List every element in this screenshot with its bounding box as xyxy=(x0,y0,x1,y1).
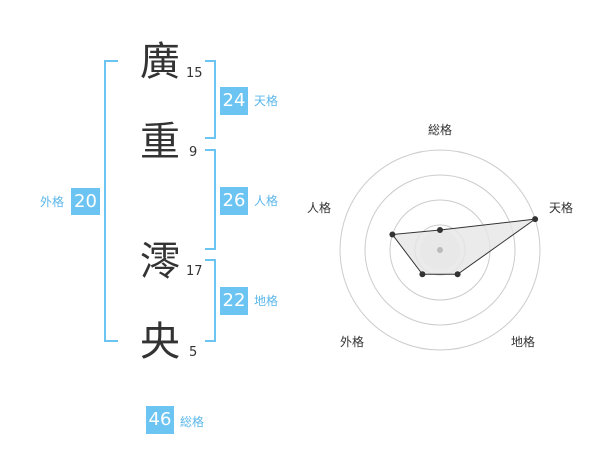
jinkaku-bracket xyxy=(205,149,216,250)
stroke-count-1: 15 xyxy=(186,66,203,81)
soukaku-value-badge: 46 xyxy=(146,406,174,434)
stroke-count-4: 5 xyxy=(189,345,198,360)
stroke-count-2: 9 xyxy=(189,145,198,160)
radar-point-4 xyxy=(419,271,426,278)
name-char-2: 重 xyxy=(140,119,180,165)
chikaku-value-badge: 22 xyxy=(220,287,248,315)
radar-point-3 xyxy=(454,271,461,278)
chikaku-bracket xyxy=(205,259,216,342)
stroke-count-3: 17 xyxy=(186,264,203,279)
name-char-4: 央 xyxy=(140,319,180,365)
tenkaku-label: 天格 xyxy=(254,94,279,108)
jinkaku-value-badge: 26 xyxy=(220,187,248,215)
radar-point-5 xyxy=(389,231,396,238)
jinkaku-label: 人格 xyxy=(254,194,279,208)
gaikaku-value-badge: 20 xyxy=(71,188,100,215)
radar-ring xyxy=(339,149,541,351)
radar-ring xyxy=(364,174,516,326)
tenkaku-value-badge: 24 xyxy=(220,87,248,115)
radar-axis-label-gaikaku: 外格 xyxy=(340,335,365,349)
radar-axis-label-soukaku: 総格 xyxy=(428,123,453,137)
tenkaku-bracket xyxy=(205,60,216,139)
outer-bracket xyxy=(104,60,118,342)
radar-axis-label-chikaku: 地格 xyxy=(511,335,536,349)
soukaku-label: 総格 xyxy=(180,415,205,429)
radar-point-1 xyxy=(437,227,443,233)
radar-point-2 xyxy=(532,216,539,223)
gaikaku-label: 外格 xyxy=(40,195,65,209)
radar-center-dot xyxy=(437,247,443,253)
chikaku-label: 地格 xyxy=(254,294,279,308)
name-char-3: 澪 xyxy=(140,239,180,285)
radar-data-polygon xyxy=(391,218,536,275)
radar-axis-label-tenkaku: 天格 xyxy=(549,201,574,215)
name-char-1: 廣 xyxy=(140,39,180,85)
radar-axis-label-jinkaku: 人格 xyxy=(307,201,332,215)
